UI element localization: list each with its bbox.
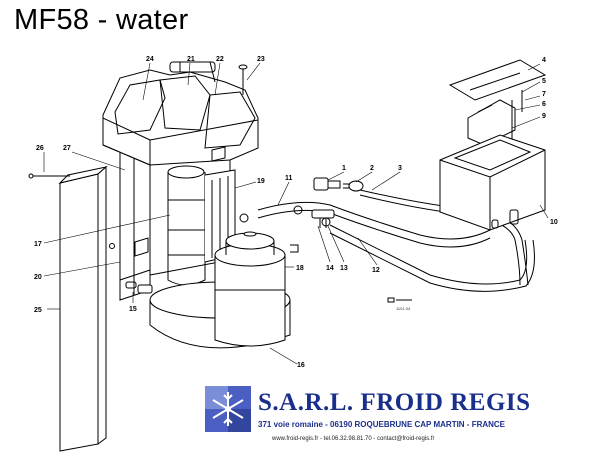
nozzle-part-2 [343, 180, 364, 192]
screw-part-26 [28, 173, 70, 179]
part-label-9: 9 [542, 113, 546, 120]
page-title: MF58 - water [14, 4, 189, 36]
part-label-4: 4 [542, 57, 546, 64]
part-label-21: 21 [187, 56, 195, 63]
top-lid-part-4 [448, 59, 547, 101]
part-label-22: 22 [216, 56, 224, 63]
part-label-13: 13 [340, 265, 348, 272]
valve-part-1 [313, 177, 341, 191]
part-label-14: 14 [326, 265, 334, 272]
part-labels: 24 21 22 23 26 27 19 17 20 25 15 18 16 1… [34, 56, 558, 369]
part-label-7: 7 [542, 91, 546, 98]
snowflake-logo [205, 386, 251, 432]
part-label-6: 6 [542, 101, 546, 108]
part-label-15: 15 [129, 306, 137, 313]
part-label-24: 24 [146, 56, 154, 63]
part-label-1: 1 [342, 165, 346, 172]
company-contact: www.froid-regis.fr - tel.06.32.98.81.70 … [272, 436, 435, 442]
part-label-25: 25 [34, 307, 42, 314]
control-box-part-10 [439, 134, 546, 231]
part-label-10: 10 [550, 219, 558, 226]
drawing-mark [387, 297, 412, 303]
part-label-26: 26 [36, 145, 44, 152]
part-label-12: 12 [372, 267, 380, 274]
front-panel-part-25 [58, 165, 115, 452]
part-label-23: 23 [257, 56, 265, 63]
part-label-11: 11 [285, 175, 293, 182]
part-label-18: 18 [296, 265, 304, 272]
part-label-27: 27 [63, 145, 71, 152]
company-address: 371 voie romaine - 06190 ROQUEBRUNE CAP … [258, 420, 506, 429]
water-reservoir-part-16-18 [149, 231, 299, 349]
part-label-2: 2 [370, 165, 374, 172]
part-label-3: 3 [398, 165, 402, 172]
screw-part-23 [238, 64, 248, 95]
part-label-20: 20 [34, 274, 42, 281]
part-label-17: 17 [34, 241, 42, 248]
part-label-5: 5 [542, 78, 546, 85]
top-cover-parts-21-22-24 [102, 61, 259, 166]
company-name: S.A.R.L. FROID REGIS [258, 389, 531, 416]
part-label-16: 16 [297, 362, 305, 369]
fittings-parts-13-14 [311, 209, 335, 228]
leader-lines [43, 62, 549, 365]
drawing-code: 1101.04 [396, 306, 411, 311]
fitting-part-15 [125, 281, 153, 294]
part-label-19: 19 [257, 178, 265, 185]
